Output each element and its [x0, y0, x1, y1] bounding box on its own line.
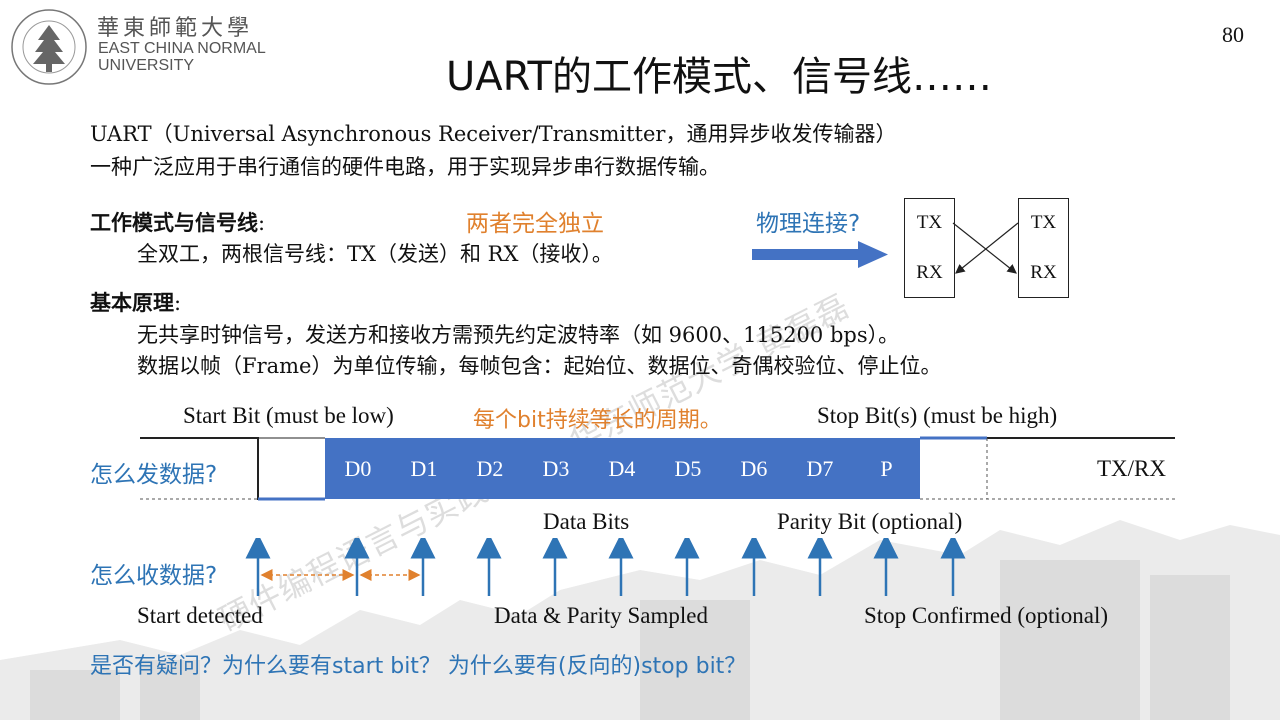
- data-bits-label: Data Bits: [543, 509, 630, 534]
- waveform-lines: [140, 436, 1175, 501]
- logo-english-line1: EAST CHINA NORMAL: [98, 40, 266, 57]
- bit-cell-parity: P: [853, 438, 920, 499]
- bit-cell-d4: D4: [589, 438, 656, 499]
- intro-line-2: 一种广泛应用于串行通信的硬件电路，用于实现异步串行数据传输。: [90, 155, 720, 179]
- bit-cell-d6: D6: [721, 438, 788, 499]
- parity-bit-label: Parity Bit (optional): [777, 509, 963, 534]
- principle-heading: 基本原理: [90, 290, 174, 315]
- logo-chinese-name: 華東師範大學: [97, 16, 254, 41]
- mode-detail: 全双工，两根信号线：TX（发送）和 RX（接收）。: [137, 242, 613, 266]
- line-label: TX/RX: [1097, 456, 1166, 481]
- right-rx-label: RX: [1030, 262, 1057, 283]
- start-detected-label: Start detected: [137, 603, 263, 628]
- stop-bit-label: Stop Bit(s) (must be high): [817, 403, 1058, 428]
- device-right-box: TX RX: [1018, 198, 1069, 298]
- university-seal-icon: [11, 9, 87, 85]
- intro-line-1: UART（Universal Asynchronous Receiver/Tra…: [90, 122, 897, 146]
- page-number: 80: [1222, 22, 1244, 47]
- arrow-right-icon: [752, 241, 888, 268]
- sampling-arrows: [245, 538, 966, 596]
- footer-question: 是否有疑问？为什么要有start bit？ 为什么要有(反向的)stop bit…: [90, 654, 747, 679]
- logo-english-line2: UNIVERSITY: [98, 57, 195, 74]
- mode-heading: 工作模式与信号线: [90, 210, 258, 235]
- receive-question: 怎么收数据?: [90, 563, 218, 589]
- stop-confirmed-label: Stop Confirmed (optional): [864, 603, 1109, 628]
- period-note: 每个bit持续等长的周期。: [473, 408, 722, 433]
- principle-heading-colon: :: [174, 291, 182, 315]
- bit-cell-d3: D3: [523, 438, 590, 499]
- device-left-box: TX RX: [904, 198, 955, 298]
- bit-cell-d7: D7: [787, 438, 854, 499]
- note-independent: 两者完全独立: [466, 211, 604, 237]
- send-question: 怎么发数据?: [90, 462, 218, 488]
- bit-cell-d0: D0: [325, 438, 392, 499]
- bit-cell-d2: D2: [457, 438, 524, 499]
- slide-title: UART的工作模式、信号线……: [446, 54, 992, 100]
- note-physical: 物理连接?: [756, 211, 861, 237]
- sampled-label: Data & Parity Sampled: [494, 603, 708, 628]
- start-bit-label: Start Bit (must be low): [183, 403, 394, 428]
- principle-line-1: 无共享时钟信号，发送方和接收方需预先约定波特率（如 9600、115200 bp…: [137, 323, 900, 347]
- left-tx-label: TX: [916, 212, 943, 233]
- principle-line-2: 数据以帧（Frame）为单位传输，每帧包含：起始位、数据位、奇偶校验位、停止位。: [137, 354, 942, 378]
- right-tx-label: TX: [1030, 212, 1057, 233]
- cross-wiring-lines: [952, 222, 1019, 274]
- mode-heading-colon: :: [258, 211, 266, 235]
- left-rx-label: RX: [916, 262, 943, 283]
- bit-cell-d1: D1: [391, 438, 458, 499]
- bit-cell-d5: D5: [655, 438, 722, 499]
